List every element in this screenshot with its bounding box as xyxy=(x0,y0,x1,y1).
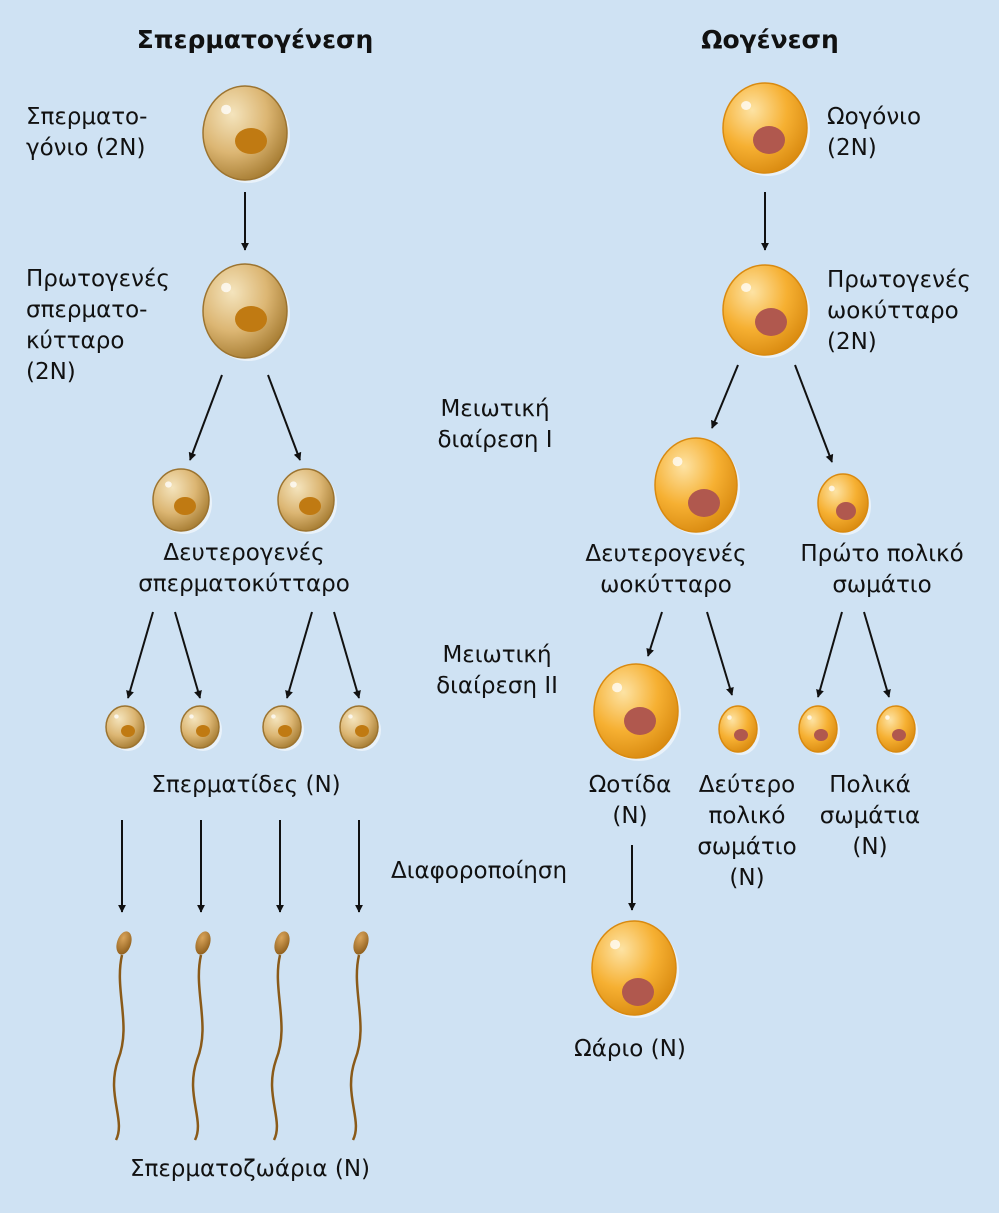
cell-highlight xyxy=(165,481,172,488)
cell-nucleus xyxy=(622,978,654,1006)
arrows xyxy=(118,192,891,913)
cell-body xyxy=(654,437,738,533)
cell-nucleus xyxy=(892,729,906,741)
cell-highlight xyxy=(612,682,623,693)
second-polar-body-cell xyxy=(718,705,760,755)
polar-body-cell-1 xyxy=(798,705,840,755)
cell-highlight xyxy=(114,714,119,719)
cell-nucleus xyxy=(196,725,210,737)
label-ovum: Ωάριο (N) xyxy=(574,1036,686,1062)
cell-highlight xyxy=(271,714,276,719)
label-first-polar-body: Πρώτο πολικό σωμάτιο xyxy=(800,541,964,598)
cell-highlight xyxy=(189,714,194,719)
cell-highlight xyxy=(221,104,232,115)
cell-nucleus xyxy=(753,126,785,154)
spermatozoon-1 xyxy=(112,931,132,1141)
arrow-primary-to-secondary-oocyte xyxy=(711,364,739,429)
spermatid-cell-1 xyxy=(105,705,147,751)
cell-nucleus xyxy=(755,308,787,336)
cell-highlight xyxy=(348,714,353,719)
arrow-secondary-to-spermatid-1 xyxy=(126,611,154,699)
ovum-cell xyxy=(591,920,679,1018)
label-spermatids: Σπερματίδες (N) xyxy=(151,772,341,798)
cell-highlight xyxy=(672,456,683,467)
spermatid-cell-4 xyxy=(339,705,381,751)
cell-nucleus xyxy=(814,729,828,741)
cell-nucleus xyxy=(688,489,720,517)
first-polar-body-cell xyxy=(817,473,871,535)
arrow-secondary-to-spermatid-3 xyxy=(285,611,313,699)
cells xyxy=(105,82,918,1018)
polar-body-cell-2 xyxy=(876,705,918,755)
spermatid-cell-2 xyxy=(180,705,222,751)
label-oogonium: Ωογόνιο (2N) xyxy=(827,104,922,161)
label-meiosis-2: Μειωτική διαίρεση II xyxy=(436,642,558,699)
spermatozoon-2 xyxy=(191,931,211,1141)
cell-nucleus xyxy=(734,729,748,741)
label-spermatozoa: Σπερματοζωάρια (N) xyxy=(129,1156,371,1182)
spermatozoon-4 xyxy=(349,931,369,1141)
arrow-secondary-to-ootid xyxy=(646,611,663,657)
cell-body xyxy=(876,705,916,753)
arrow-primary-to-secondary-left xyxy=(188,374,223,461)
label-spermatogonium: Σπερματο- γόνιο (2N) xyxy=(26,104,148,161)
label-polar-bodies: Πολικά σωμάτια (N) xyxy=(819,772,921,860)
cell-nucleus xyxy=(836,502,856,520)
cell-highlight xyxy=(885,715,890,720)
cell-highlight xyxy=(221,282,232,293)
title-oogenesis: Ωογένεση xyxy=(701,25,839,54)
secondary-oocyte-cell xyxy=(654,437,740,535)
cell-highlight xyxy=(807,715,812,720)
arrow-first-polar-to-polar-body-1 xyxy=(816,611,843,698)
arrow-primary-to-first-polar-body xyxy=(794,364,834,463)
cell-nucleus xyxy=(299,497,321,515)
cell-nucleus xyxy=(235,306,267,332)
label-differentiation: Διαφοροποίηση xyxy=(391,858,568,884)
secondary-spermatocyte-cell-2 xyxy=(277,468,337,534)
spermatogonium-cell xyxy=(202,85,290,183)
label-meiosis-1: Μειωτική διαίρεση I xyxy=(437,396,553,453)
cell-nucleus xyxy=(355,725,369,737)
arrow-primary-to-secondary-right xyxy=(267,374,302,461)
arrow-secondary-to-spermatid-2 xyxy=(174,611,202,699)
cell-highlight xyxy=(741,101,752,110)
cell-nucleus xyxy=(235,128,267,154)
label-secondary-spermatocyte: Δευτερογενές σπερματοκύτταρο xyxy=(138,540,350,597)
arrow-secondary-to-spermatid-4 xyxy=(333,611,361,699)
spermatozoa xyxy=(112,931,369,1141)
cell-highlight xyxy=(610,939,621,950)
ootid-cell xyxy=(593,663,681,761)
cell-nucleus xyxy=(121,725,135,737)
cell-nucleus xyxy=(278,725,292,737)
label-ootid: Ωοτίδα (N) xyxy=(588,772,672,829)
cell-highlight xyxy=(290,481,297,488)
arrow-first-polar-to-polar-body-2 xyxy=(863,611,891,698)
spermatid-cell-3 xyxy=(262,705,304,751)
cell-highlight xyxy=(741,283,752,292)
label-primary-spermatocyte: Πρωτογενές σπερματο- κύτταρο (2N) xyxy=(26,266,170,385)
cell-body xyxy=(798,705,838,753)
spermatozoon-3 xyxy=(270,931,290,1141)
cell-body xyxy=(718,705,758,753)
primary-spermatocyte-cell xyxy=(202,263,290,361)
label-primary-oocyte: Πρωτογενές ωοκύτταρο (2N) xyxy=(827,267,971,355)
cell-highlight xyxy=(828,485,835,492)
cell-nucleus xyxy=(624,707,656,735)
secondary-spermatocyte-cell-1 xyxy=(152,468,212,534)
cell-nucleus xyxy=(174,497,196,515)
title-spermatogenesis: Σπερματογένεση xyxy=(136,25,374,54)
label-secondary-oocyte: Δευτερογενές ωοκύτταρο xyxy=(585,541,747,598)
oogonium-cell xyxy=(722,82,810,176)
arrow-secondary-to-second-polar-body xyxy=(706,611,734,696)
cell-highlight xyxy=(727,715,732,720)
primary-oocyte-cell xyxy=(722,264,810,358)
label-second-polar-body: Δεύτερο πολικό σωμάτιο (N) xyxy=(697,772,797,891)
